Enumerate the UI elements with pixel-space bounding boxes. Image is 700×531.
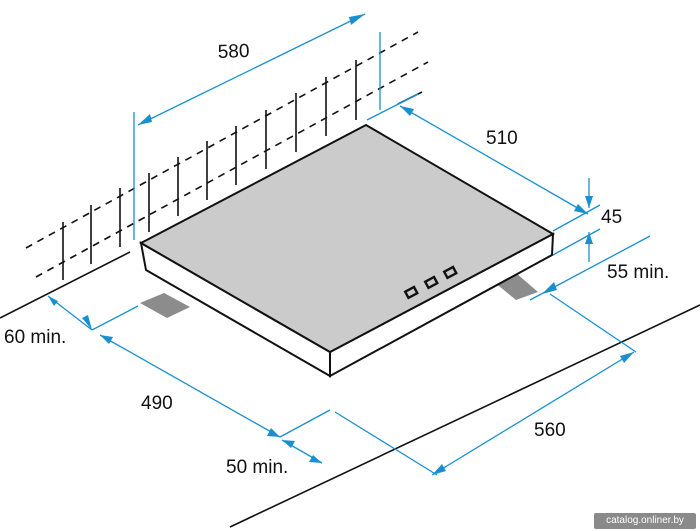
hob-glass-top — [138, 123, 556, 354]
arrow-510-top — [400, 106, 414, 116]
arrow-60-min-right — [82, 315, 92, 330]
arrow-490-right — [267, 428, 280, 437]
arrow-560-bottom — [432, 464, 446, 475]
arrow-50-min-right — [309, 455, 322, 463]
control-knob-1 — [403, 285, 419, 300]
cutout-depth-label: 510 — [486, 128, 518, 149]
wall-dashed-lines — [25, 31, 429, 278]
thickness-label: 45 — [601, 207, 622, 228]
dimension-arrows — [48, 14, 634, 475]
wall-posts — [62, 60, 357, 280]
watermark: catalog.onliner.by — [594, 513, 696, 529]
left-support-bracket — [140, 293, 190, 318]
cutout-width-label: 580 — [217, 41, 249, 63]
control-knobs — [403, 265, 458, 300]
arrow-50-min-left — [282, 440, 295, 448]
control-knob-3 — [442, 265, 458, 280]
arrow-45-bottom — [585, 232, 593, 244]
arrow-45-top — [585, 196, 593, 208]
right-clearance-label: 55 min. — [607, 262, 669, 283]
arrow-60-min-left — [48, 296, 58, 306]
hob — [138, 123, 556, 378]
front-clearance-label: 50 min. — [226, 457, 288, 478]
hob-depth-label: 560 — [534, 420, 566, 441]
arrow-490-left — [100, 335, 113, 344]
control-knob-2 — [423, 275, 439, 290]
arrow-55-min — [542, 282, 557, 294]
arrow-560-top — [620, 352, 634, 363]
arrow-510-bottom — [574, 204, 588, 214]
arrow-580-right — [349, 14, 365, 25]
left-clearance-label: 60 min. — [4, 327, 66, 348]
dimension-lines — [47, 13, 651, 476]
hob-width-label: 490 — [141, 393, 173, 414]
arrow-580-left — [138, 114, 152, 125]
